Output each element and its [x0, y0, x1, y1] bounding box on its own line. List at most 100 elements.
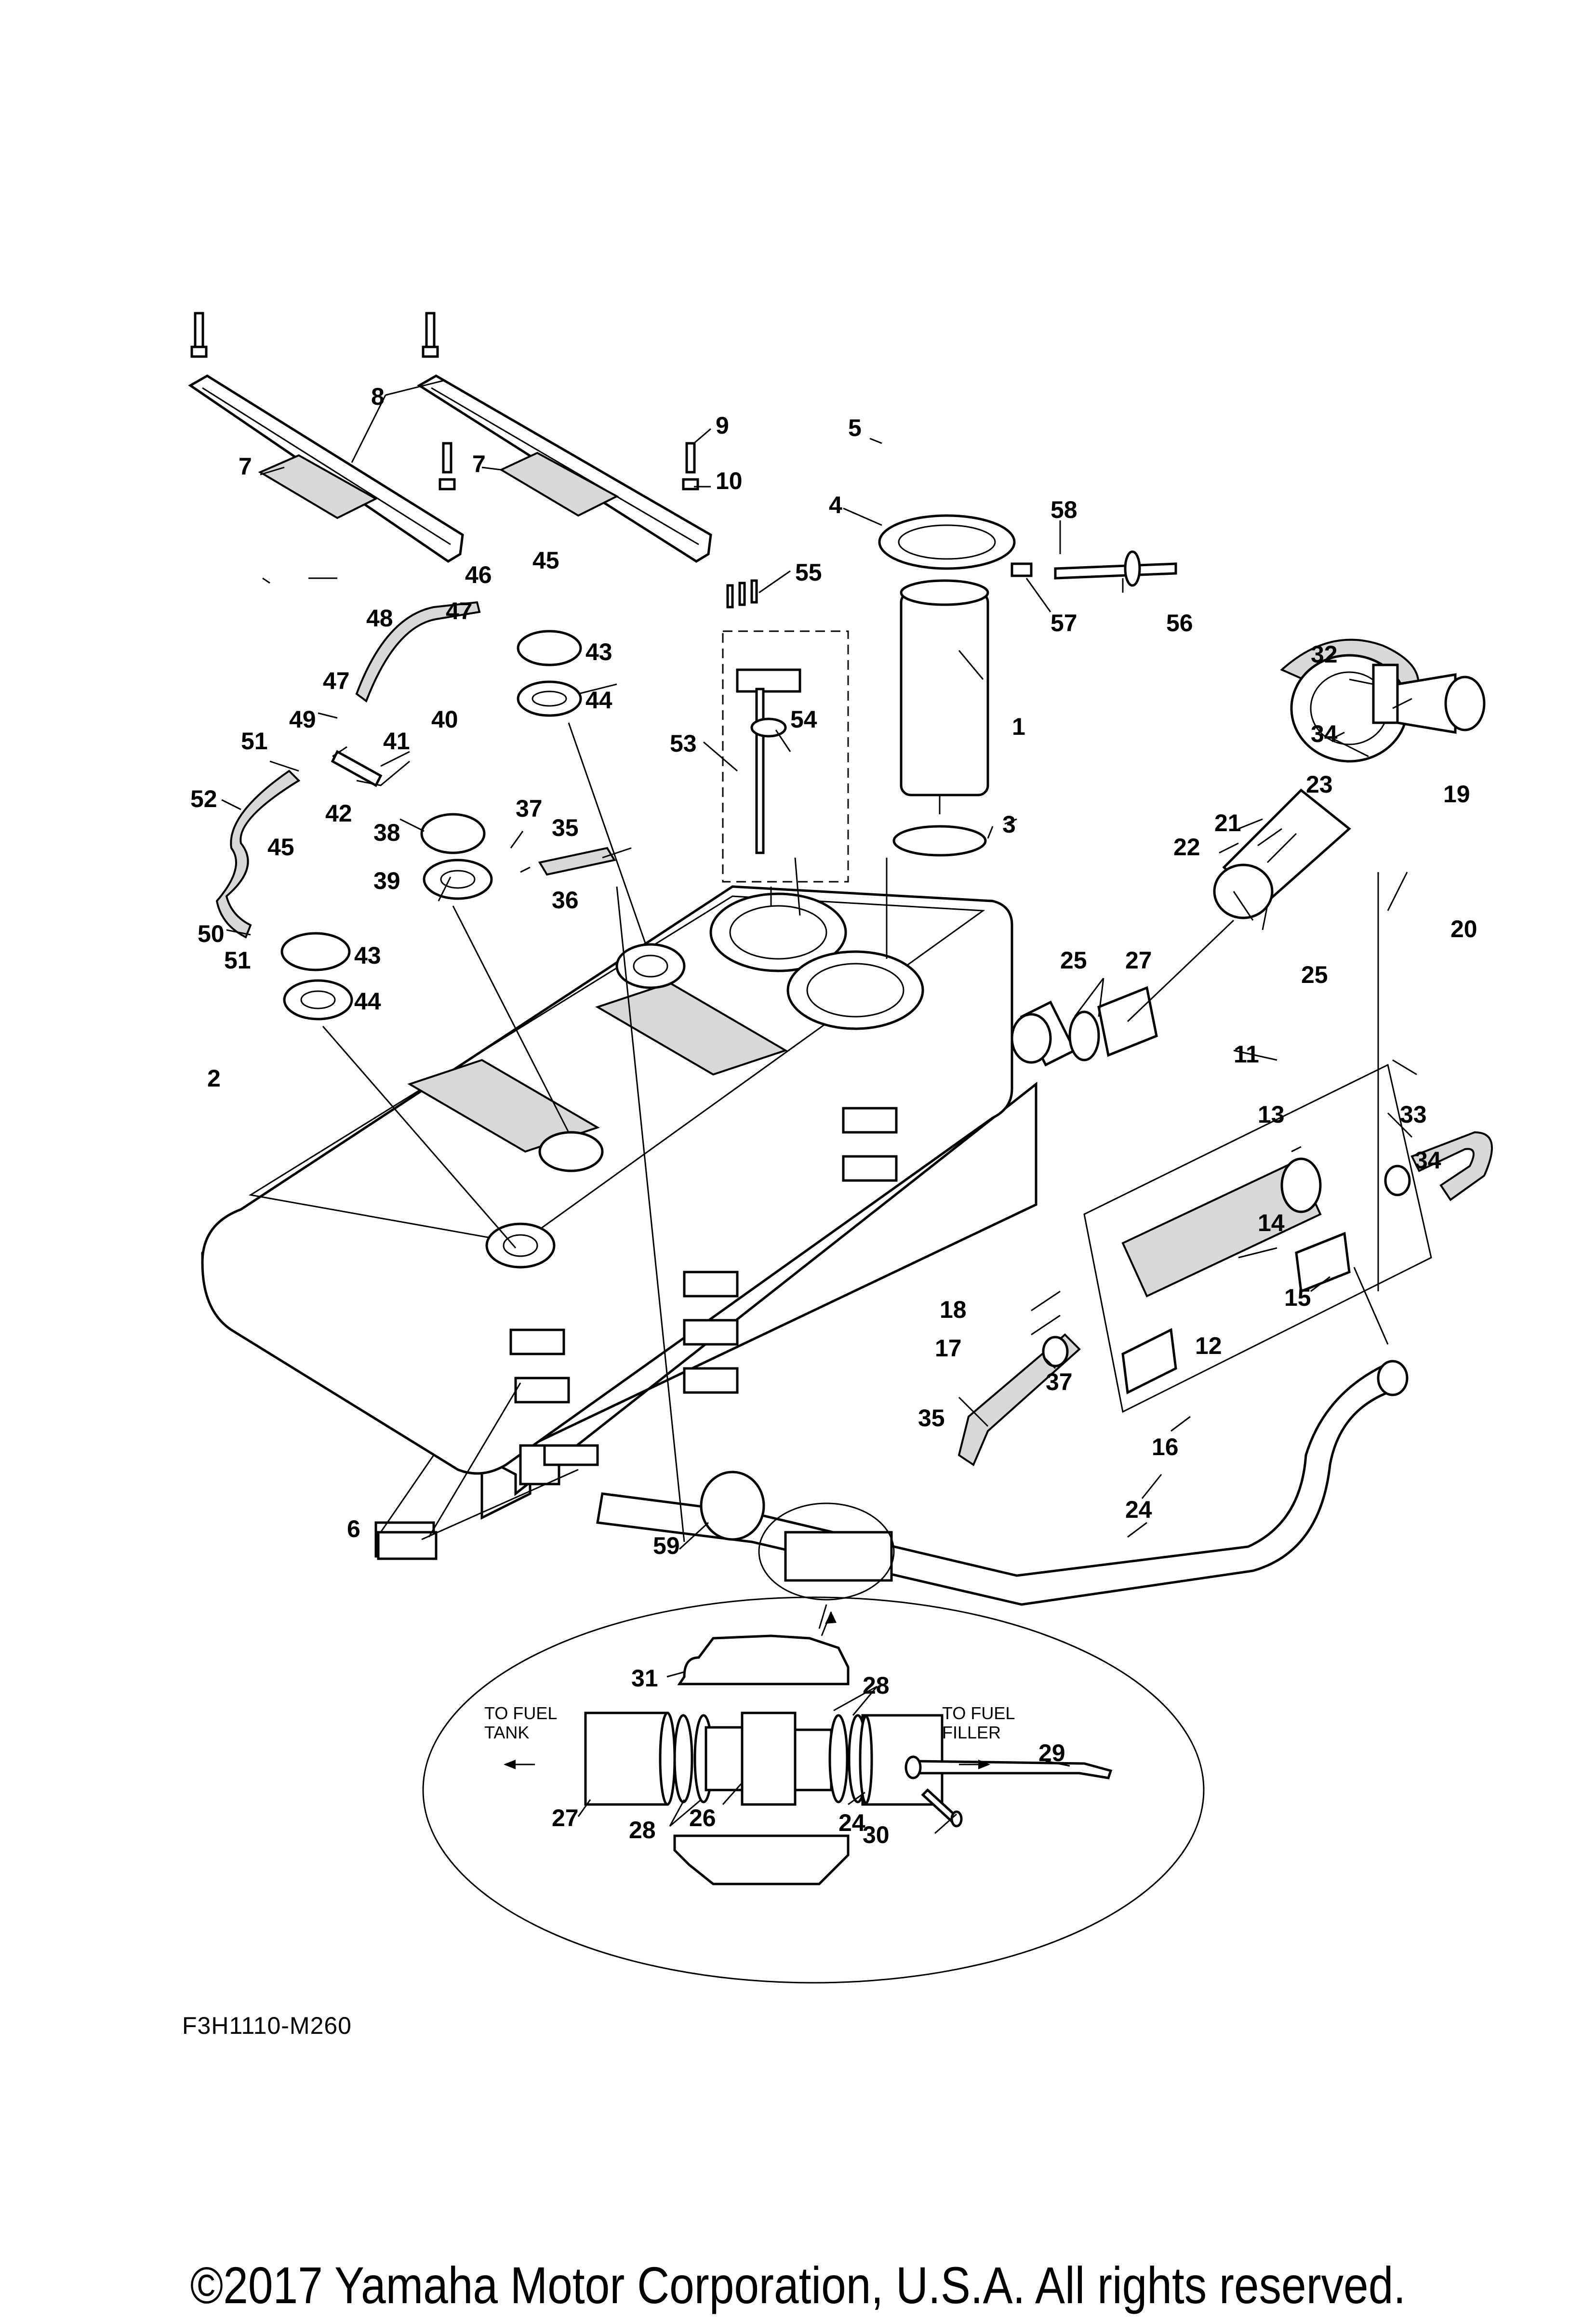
callout-35a: 35	[552, 814, 579, 841]
callout-2: 2	[207, 1065, 221, 1092]
screws-55	[726, 579, 758, 609]
hose-35b	[958, 1333, 1081, 1466]
hose-33	[1384, 1131, 1493, 1201]
hose-25-27	[1011, 986, 1158, 1067]
callout-43b: 43	[354, 942, 381, 969]
callout-41: 41	[383, 728, 410, 755]
callout-34a: 34	[1311, 720, 1338, 747]
detail-view: TO FUEL TANK TO FUEL FILLER	[422, 1596, 1205, 1984]
callout-26: 26	[689, 1804, 716, 1831]
copyright-notice: ©2017 Yamaha Motor Corporation, U.S.A. A…	[190, 2256, 1406, 2314]
hose-27-detail	[584, 1711, 676, 1806]
tank-labels-6	[374, 1107, 898, 1558]
callout-9: 9	[716, 412, 729, 439]
bolt-9	[439, 442, 699, 491]
callout-29: 29	[1038, 1739, 1065, 1766]
callout-51b: 51	[224, 947, 251, 974]
callout-23: 23	[1306, 771, 1333, 798]
fuel-pump	[900, 579, 989, 814]
callout-44a: 44	[585, 687, 612, 714]
detail-circle-small	[758, 1502, 895, 1601]
pump-flange-4	[878, 514, 1016, 570]
strap-bracket-left	[188, 312, 464, 563]
detail-leaders	[504, 1671, 1070, 1834]
callout-20: 20	[1450, 915, 1477, 942]
callout-8: 8	[371, 383, 385, 410]
callout-24b: 24	[838, 1809, 865, 1836]
callout-35b: 35	[918, 1405, 945, 1432]
note-to-fuel-tank-line1: TO FUEL	[484, 1703, 557, 1723]
callout-40: 40	[431, 706, 458, 733]
callout-39: 39	[373, 867, 400, 894]
callout-27b: 27	[552, 1804, 579, 1831]
callout-25a: 25	[1060, 947, 1087, 974]
note-to-fuel-filler-line1: TO FUEL	[942, 1703, 1015, 1723]
plates	[280, 630, 582, 1021]
callout-46: 46	[465, 561, 492, 588]
callout-45b: 45	[267, 834, 294, 861]
callout-47a: 47	[446, 597, 473, 624]
callout-17: 17	[935, 1335, 962, 1362]
callout-57: 57	[1051, 610, 1077, 637]
callout-31: 31	[631, 1665, 658, 1692]
callout-7a: 7	[239, 453, 252, 480]
callout-42: 42	[325, 800, 352, 827]
vent-hose-52	[215, 769, 301, 939]
callout-24a: 24	[1125, 1496, 1152, 1523]
callout-19: 19	[1443, 781, 1470, 808]
callouts: 1 2 3 4 5 6 7 7 8 9 10 11 12 13 14 15 16…	[190, 383, 1477, 1848]
callout-37a: 37	[516, 795, 543, 822]
tie-29	[904, 1755, 1113, 1779]
callout-51a: 51	[241, 728, 268, 755]
callout-10: 10	[716, 467, 743, 494]
callout-27a: 27	[1125, 947, 1152, 974]
callout-28b: 28	[863, 1672, 890, 1699]
callout-14: 14	[1258, 1209, 1285, 1236]
callout-53: 53	[670, 730, 697, 757]
callout-1: 1	[1012, 713, 1025, 740]
callout-32: 32	[1311, 641, 1338, 668]
callout-45a: 45	[532, 547, 559, 574]
tank-openings	[485, 892, 924, 1269]
hose-36	[538, 847, 616, 876]
callout-34b: 34	[1414, 1147, 1441, 1174]
callout-11: 11	[1234, 1041, 1259, 1068]
joint-41	[331, 750, 383, 787]
callout-7b: 7	[472, 451, 486, 477]
callout-43a: 43	[585, 638, 612, 665]
cover-31	[677, 1634, 850, 1685]
callout-21: 21	[1214, 809, 1241, 836]
callout-50: 50	[198, 920, 225, 947]
callout-59: 59	[653, 1532, 680, 1559]
note-to-fuel-filler-line2: FILLER	[942, 1723, 1001, 1742]
callout-37b: 37	[1046, 1368, 1073, 1395]
callout-48: 48	[366, 605, 393, 632]
callout-5: 5	[848, 414, 862, 441]
callout-12: 12	[1195, 1332, 1222, 1359]
callout-16: 16	[1152, 1433, 1179, 1460]
callout-3: 3	[1002, 811, 1016, 838]
callout-25b: 25	[1301, 961, 1328, 988]
callout-56: 56	[1166, 610, 1193, 637]
leader-lines	[221, 380, 1417, 1629]
callout-18: 18	[940, 1296, 967, 1323]
callout-33: 33	[1400, 1101, 1427, 1128]
callout-6: 6	[347, 1515, 360, 1542]
screw-30	[921, 1788, 963, 1828]
callout-52: 52	[190, 785, 217, 812]
callout-28a: 28	[629, 1817, 656, 1844]
callout-4: 4	[829, 491, 842, 518]
seat-pad-left	[258, 454, 378, 519]
tank-vents	[407, 981, 788, 1153]
seat-pad-right	[499, 451, 619, 517]
callout-30: 30	[863, 1821, 890, 1848]
callout-38: 38	[373, 819, 400, 846]
fuel-tank	[201, 885, 1037, 1520]
gasket-3	[892, 825, 987, 857]
diagram-code: F3H1110-M260	[182, 2012, 352, 2039]
cover-bottom	[673, 1834, 850, 1885]
callout-58: 58	[1051, 496, 1077, 523]
callout-22: 22	[1173, 834, 1200, 861]
filler-cap-32	[1372, 663, 1486, 734]
